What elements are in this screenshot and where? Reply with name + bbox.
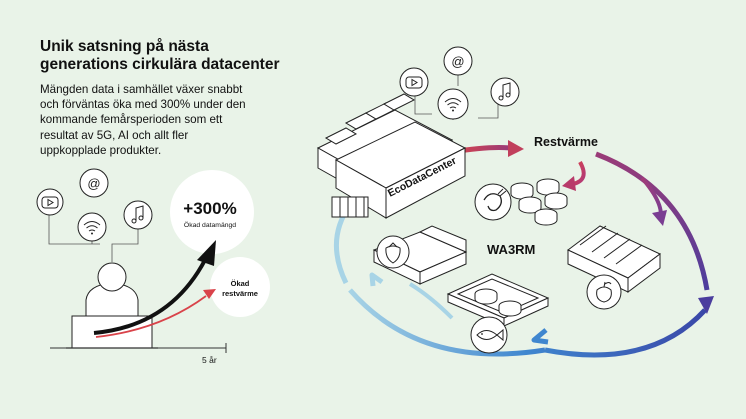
ecodatacenter-building: EcoDataCenter: [316, 93, 467, 219]
data-growth-label: Ökad datamängd: [184, 221, 236, 229]
growth-chart: 5 år +300% Ökad datamängd Ökad restvärme: [50, 170, 270, 365]
fish-tank: [544, 192, 568, 210]
x-axis-label: 5 år: [202, 355, 217, 365]
youtube-icon: [36, 188, 64, 216]
intro-line-5: uppkopplade produkter.: [40, 143, 162, 157]
fish-tank: [474, 288, 498, 305]
youtube-icon: [399, 67, 429, 97]
cycle-arrowhead-right: [698, 296, 714, 314]
device-icon-cluster-left: @: [36, 168, 153, 262]
branch-arrow-shrimp: [572, 161, 586, 186]
data-growth-arrowhead: [197, 240, 216, 266]
cycle-arrowhead-top: [508, 140, 524, 157]
heat-growth-arrowhead: [203, 289, 216, 299]
fish-farm: [446, 273, 550, 354]
wa3rm-label: WA3RM: [487, 242, 535, 257]
strawberry-greenhouse: [372, 225, 468, 285]
data-growth-value: +300%: [183, 199, 236, 218]
shrimp-icon: [474, 183, 512, 221]
heat-growth-curve: [95, 295, 207, 338]
music-note-icon: [123, 200, 153, 230]
strawberry-icon: [376, 235, 410, 269]
intro-line-3: kommande femårsperioden som ett: [40, 113, 223, 127]
wifi-icon: [437, 88, 469, 120]
fish-tank: [536, 178, 560, 196]
headline-line-1: Unik satsning på nästa: [40, 38, 209, 55]
cycle-arrow-bottom: [348, 288, 707, 358]
at-sign-icon: @: [79, 168, 109, 198]
headline-line-2: generations cirkulära datacenter: [40, 56, 280, 73]
svg-text:@: @: [451, 54, 464, 69]
restvarme-label: Restvärme: [534, 135, 598, 149]
data-growth-bubble: [170, 170, 254, 254]
fish-icon: [470, 316, 508, 354]
heat-growth-label-line-1: Ökad: [231, 279, 250, 288]
at-sign-icon: @: [443, 46, 473, 76]
headline: Unik satsning på nästa generations cirku…: [40, 38, 300, 74]
fish-tank: [518, 196, 542, 214]
branch-arrowhead-greenhouse: [652, 210, 667, 226]
intro-line-1: Mängden data i samhället växer snabbt: [40, 83, 243, 96]
intro-line-2: och förväntas öka med 300% under den: [40, 98, 246, 112]
data-growth-curve: [93, 259, 207, 335]
heat-growth-bubble: [210, 257, 270, 317]
apple-icon: [586, 274, 622, 310]
branch-arrowhead-shrimp: [562, 176, 576, 191]
wifi-icon: [77, 212, 107, 242]
device-icon-cluster-right: @: [399, 46, 520, 120]
fish-tank: [534, 208, 558, 226]
fruit-greenhouse: [567, 225, 661, 310]
svg-text:@: @: [87, 176, 100, 191]
intro-paragraph: Mängden data i samhället växer snabbt oc…: [40, 82, 300, 158]
intro-line-4: resultat av 5G, AI och allt fler: [40, 128, 189, 142]
cycle-arrowhead-bottom: [531, 328, 549, 345]
fish-tank: [498, 300, 522, 317]
music-note-icon: [490, 77, 520, 107]
branch-arrow-fish: [408, 282, 454, 320]
shrimp-farm: [474, 178, 568, 226]
heat-growth-label-line-2: restvärme: [222, 289, 258, 298]
cycle-arrow-right: [595, 151, 710, 291]
cycle-arrowhead-left: [369, 272, 384, 287]
